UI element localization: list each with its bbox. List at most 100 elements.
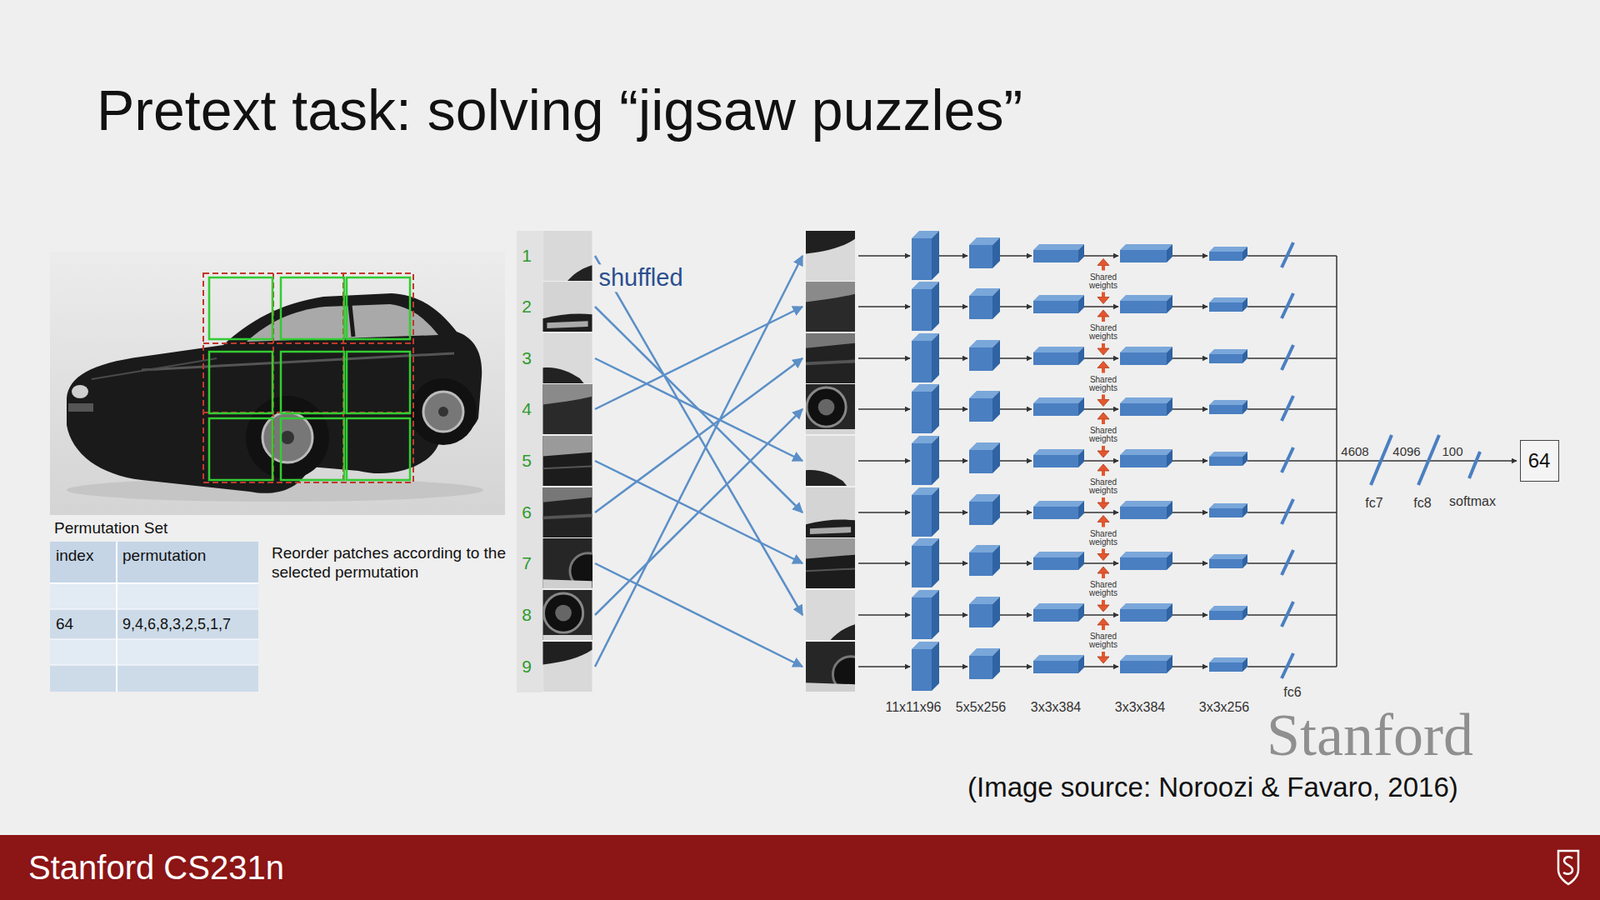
car-photo: [410, 378, 477, 445]
permutation-table: [50, 609, 259, 640]
watermark: Stanford: [1266, 708, 1474, 763]
stanford-logo: [1558, 850, 1579, 885]
shared-weights-label: Shared weights: [1084, 580, 1123, 598]
note-text: Reorder patches according to the selecte…: [271, 544, 514, 583]
classifier-head: [1370, 435, 1392, 485]
stanford-logo: [1555, 848, 1582, 887]
table-header: index: [55, 546, 94, 565]
patch-number: 3: [521, 348, 532, 369]
table-title: Permutation Set: [54, 519, 168, 538]
table-cell: 64: [55, 615, 74, 634]
image-source-caption: (Image source: Noroozi & Favaro, 2016): [967, 771, 1459, 804]
patch-strip: [542, 281, 592, 332]
permutation-table: [50, 541, 259, 692]
crop-grid: [209, 351, 273, 414]
car-photo: [50, 251, 505, 515]
permutation-table: [50, 541, 259, 584]
crop-grid: [209, 277, 273, 340]
patch-strip: [542, 230, 592, 281]
patch-number: 4: [521, 399, 532, 420]
patch-number: 6: [521, 502, 532, 523]
permutation-table: [50, 639, 259, 640]
layer-name: softmax: [1449, 494, 1496, 510]
crop-grid: [346, 351, 410, 414]
dimension-label: 100: [1441, 444, 1463, 459]
crop-grid: [280, 277, 345, 340]
car-photo: [438, 406, 449, 417]
car-photo: [50, 251, 505, 515]
patch-number: 8: [521, 605, 532, 625]
patch-strip: [542, 435, 592, 486]
permutation-table: [50, 582, 259, 585]
table-header: permutation: [122, 546, 206, 565]
layer-name: fc7: [1365, 495, 1383, 511]
crop-grid: [280, 351, 345, 414]
node-text: 64: [1528, 449, 1551, 473]
shuffled-patch-strip: [805, 230, 870, 693]
shuffled-patch-strip: [805, 590, 855, 640]
shared-weights-label: Shared weights: [1084, 426, 1123, 444]
car-photo: [350, 305, 354, 337]
shared-weights-label: Shared weights: [1084, 375, 1123, 393]
classifier-head: [1418, 435, 1440, 485]
shuffle-arrows: [595, 255, 803, 615]
node-text: Stanford CS231n: [28, 848, 285, 887]
patch-strip: [542, 333, 592, 384]
crop-grid: [346, 418, 410, 480]
shuffled-patch-strip: [805, 333, 855, 384]
shared-weights-label: Shared weights: [1084, 530, 1123, 547]
shuffle-arrows: [595, 255, 803, 667]
patch-number: 5: [521, 450, 532, 471]
shuffle-arrows: [595, 409, 803, 615]
patch-number: 7: [521, 553, 532, 574]
patch-strip: [516, 230, 606, 693]
car-photo: [245, 395, 330, 480]
shuffle-arrows: [595, 460, 803, 564]
patch-number: 9: [521, 656, 532, 677]
crop-grid: [346, 277, 410, 340]
layer-name: fc8: [1413, 495, 1431, 511]
table-cell: 9,4,6,8,3,2,5,1,7: [122, 615, 231, 634]
layer-size-label: 11x11x96: [885, 700, 941, 715]
patch-number: 1: [521, 245, 532, 266]
permutation-table: [50, 583, 259, 610]
patch-strip: [542, 641, 592, 692]
classifier-head: [1469, 451, 1480, 479]
car-photo: [262, 412, 313, 463]
patch-number: 2: [521, 296, 532, 317]
patch-strip: [542, 384, 592, 435]
patch-strip: [516, 230, 543, 693]
car-photo: [66, 293, 482, 494]
shuffled-patch-strip: [805, 230, 855, 281]
shuffle-arrows: [595, 306, 803, 513]
shared-weights-arrows: [1097, 259, 1110, 665]
shuffled-patch-strip: [805, 435, 855, 486]
shuffled-patch-strip: [805, 384, 855, 435]
layer-size-label: 3x3x256: [1199, 700, 1250, 715]
shared-weights-label: Shared weights: [1084, 324, 1123, 341]
car-photo: [91, 358, 217, 380]
layer-size-label: 5x5x256: [955, 700, 1007, 715]
shared-weights-label: Shared weights: [1084, 478, 1123, 495]
layer-name: fc6: [1283, 685, 1301, 700]
car-photo: [141, 353, 455, 370]
dimension-label: 4608: [1340, 444, 1369, 459]
shuffle-arrows: [595, 255, 803, 667]
car-photo: [68, 403, 94, 412]
shuffle-arrows: [595, 306, 803, 410]
shuffle-label: shuffled: [595, 264, 685, 292]
output-box: 64: [1520, 440, 1560, 482]
shuffled-patch-strip: [805, 538, 855, 589]
stanford-logo: [1563, 856, 1573, 874]
permutation-table: [50, 665, 259, 666]
permutation-table: [115, 541, 118, 692]
shared-weights-label: Shared weights: [1084, 632, 1123, 650]
network-branches: [858, 230, 1337, 691]
shuffled-patch-strip: [805, 281, 855, 332]
crop-grid: [203, 273, 414, 483]
permutation-table: [50, 639, 259, 665]
crop-grid: [203, 342, 414, 345]
car-photo: [71, 385, 89, 399]
layer-size-label: 3x3x384: [1030, 700, 1082, 715]
shuffle-arrows: [595, 563, 803, 667]
